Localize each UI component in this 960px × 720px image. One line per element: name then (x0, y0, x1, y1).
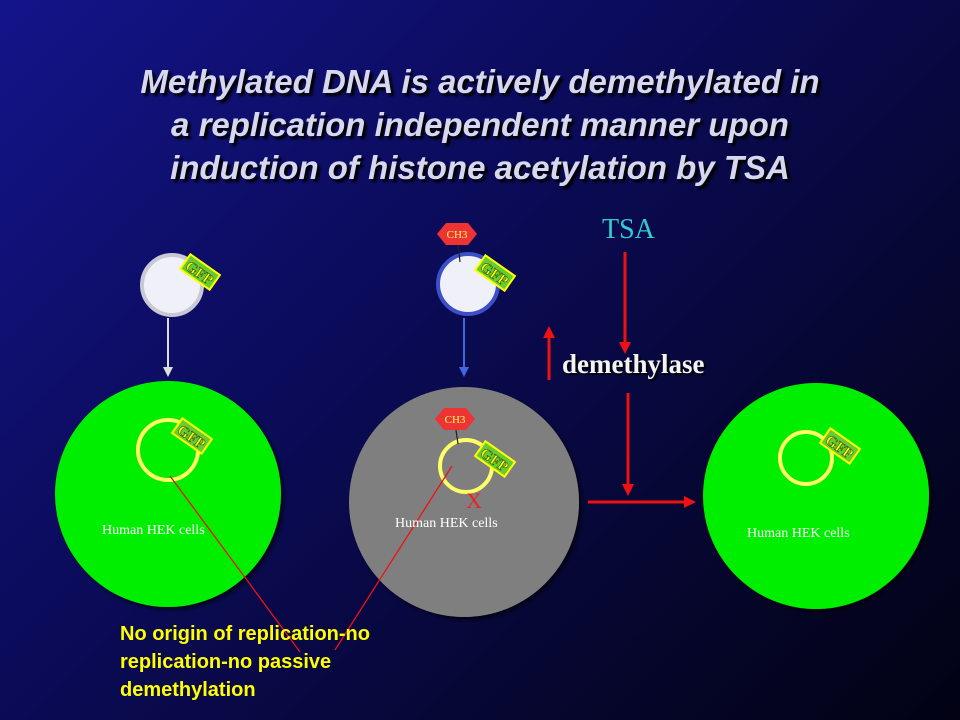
title-line-3: induction of histone acetylation by TSA (170, 149, 790, 186)
slide-title: Methylated DNA is actively demethylated … (40, 60, 920, 189)
note-line-3: demethylation (120, 679, 256, 701)
title-line-1: Methylated DNA is actively demethylated … (140, 63, 820, 100)
ch3-mark-top: CH3 (437, 223, 477, 245)
svg-text:CH3: CH3 (445, 414, 466, 426)
cell-label-right: Human HEK cells (747, 526, 850, 541)
note-line-1: No origin of replication-no (120, 623, 370, 645)
replication-note: No origin of replication-no replication-… (120, 620, 520, 704)
unmethylated-plasmid: GFP (140, 252, 222, 317)
cell-left-active: GFP (55, 381, 281, 607)
cell-middle-silenced: CH3 GFP X (349, 387, 579, 617)
pointer-line-middle (334, 465, 453, 651)
ch3-mark-cell: CH3 (435, 408, 475, 430)
cell-label-middle: Human HEK cells (395, 516, 498, 531)
cell-right-reactivated: GFP (703, 383, 929, 609)
tsa-label: TSA (602, 214, 655, 245)
note-line-2: replication-no passive (120, 651, 332, 673)
cell-label-left: Human HEK cells (102, 523, 205, 538)
pointer-line-left (169, 475, 301, 653)
svg-text:CH3: CH3 (447, 229, 468, 241)
title-line-2: a replication independent manner upon (171, 106, 789, 143)
expression-blocked-mark: X (466, 488, 482, 513)
methylated-plasmid: CH3 GFP (436, 223, 517, 316)
demethylase-label: demethylase (562, 349, 705, 379)
